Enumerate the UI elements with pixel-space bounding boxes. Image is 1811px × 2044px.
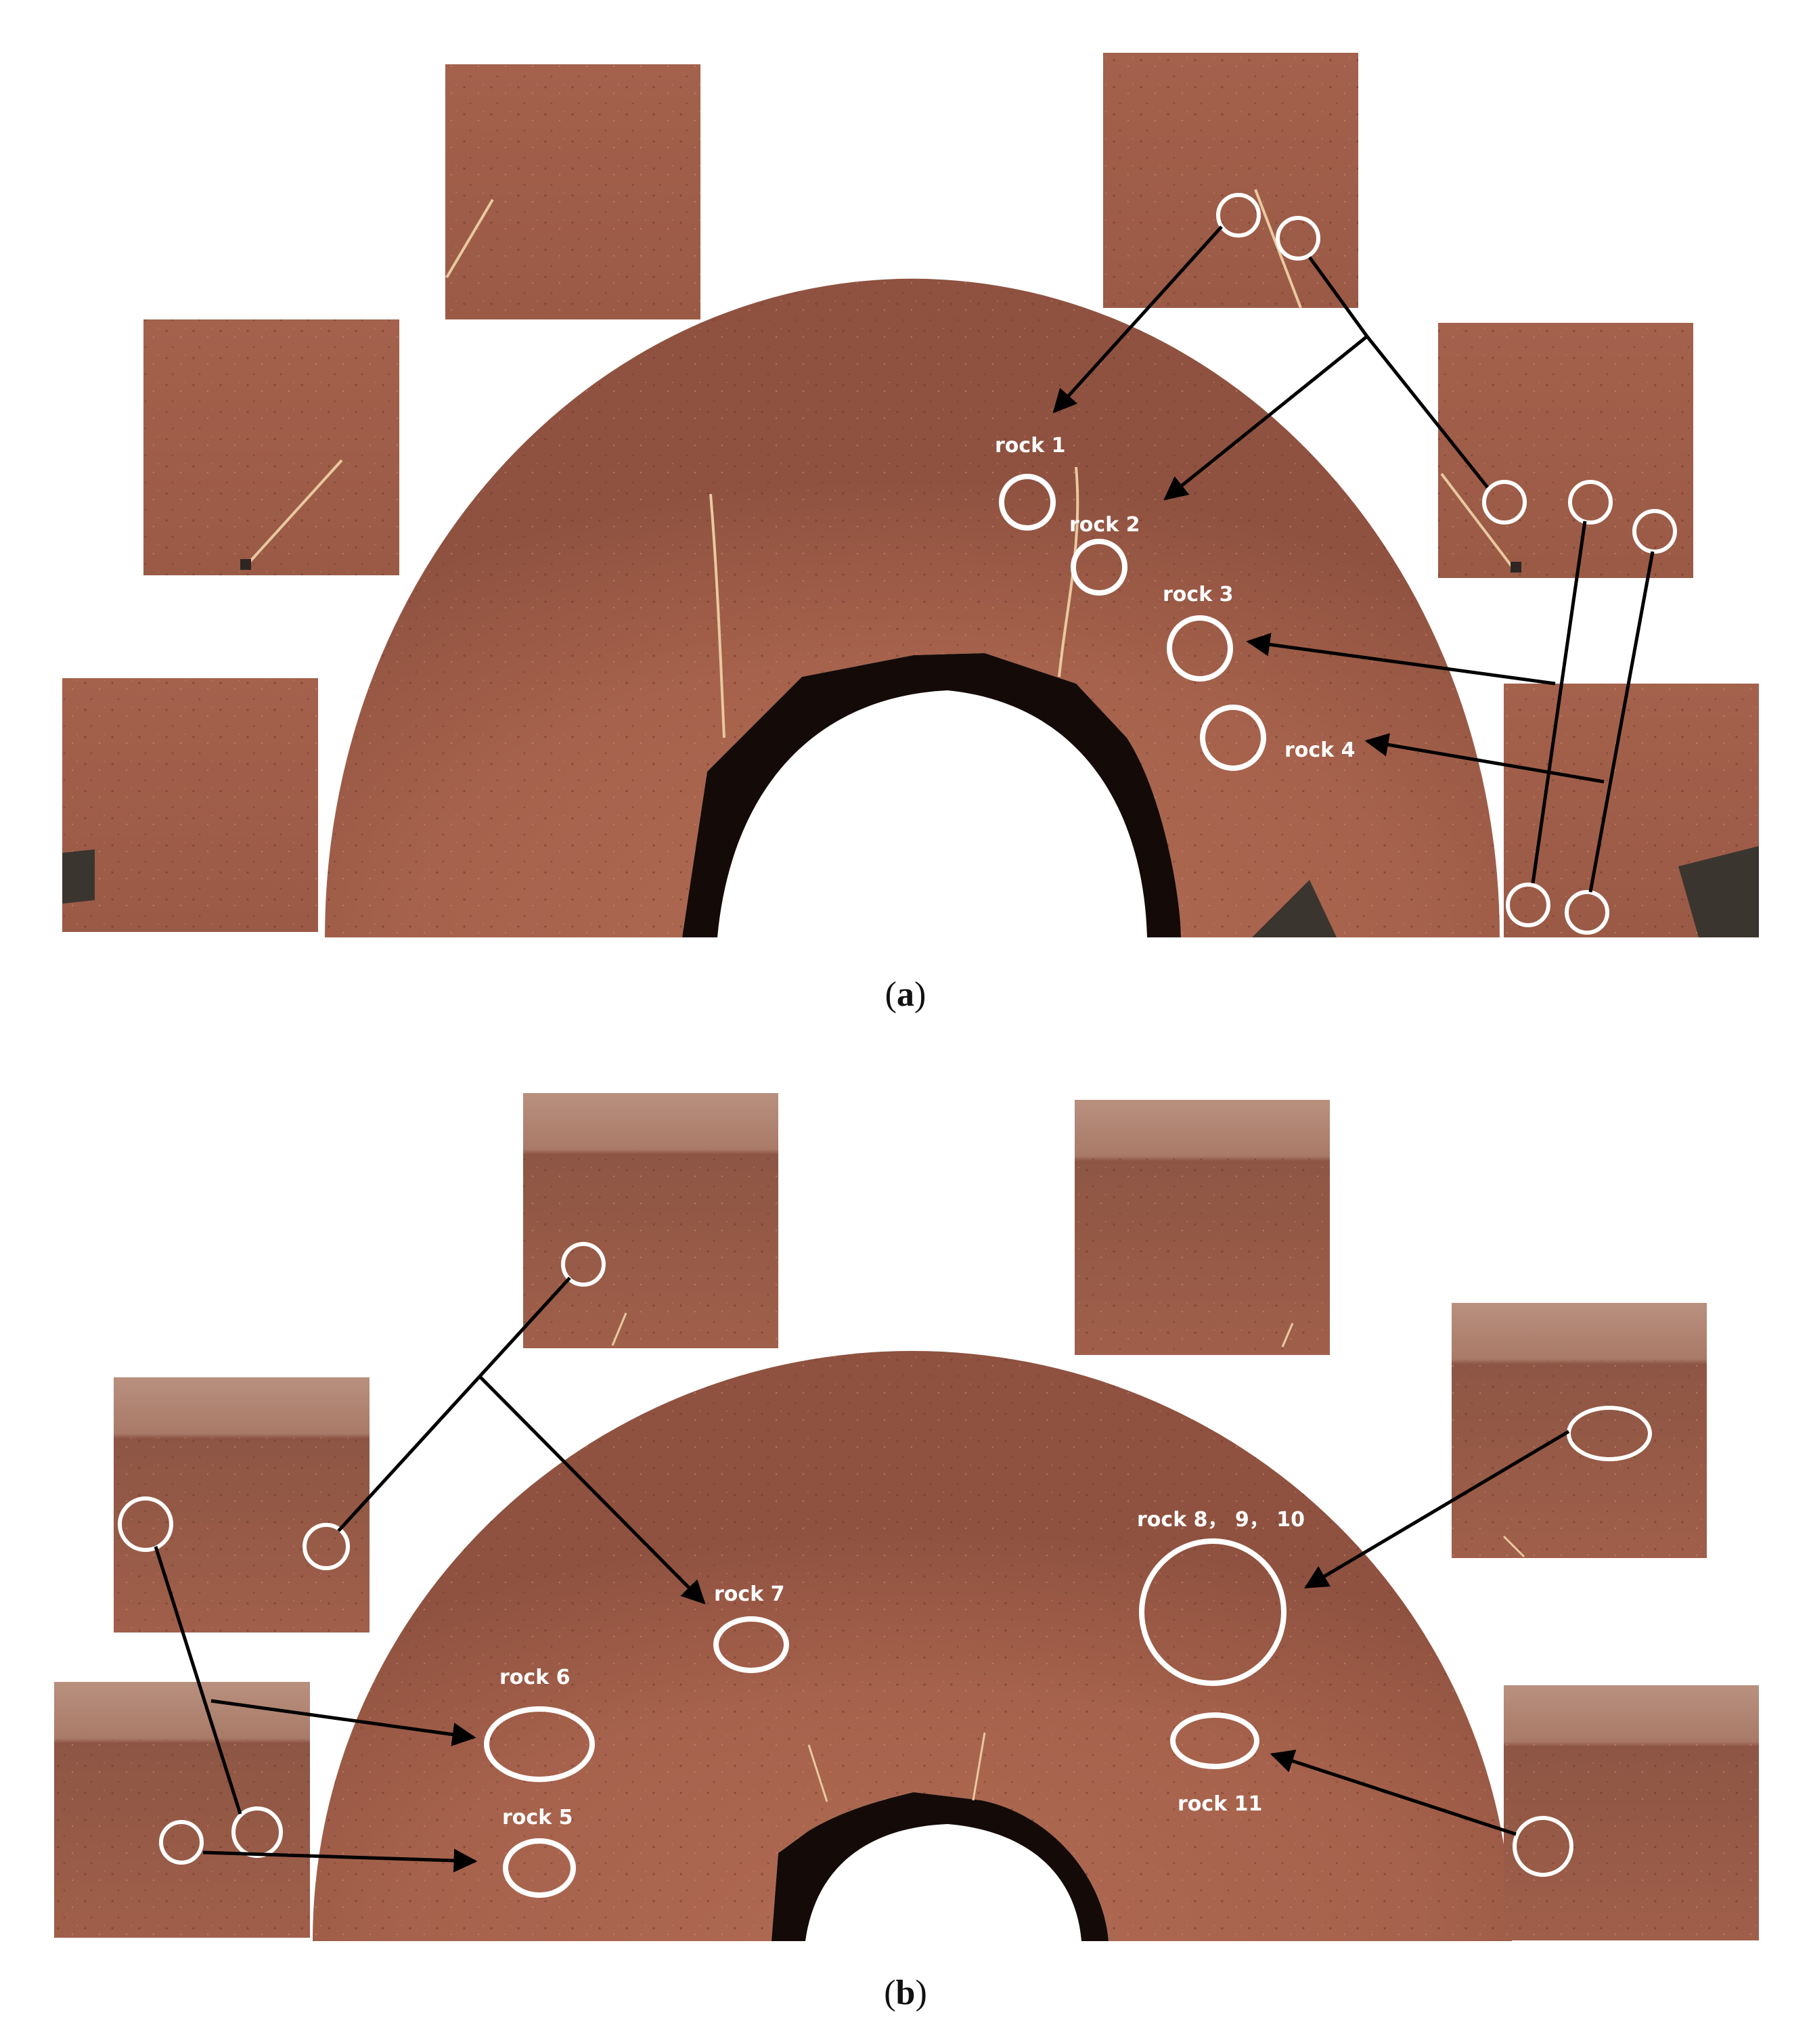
rock-2-label: rock 2 xyxy=(1069,513,1140,537)
tile-a-right-middle xyxy=(1438,323,1693,578)
tile-a-left-middle xyxy=(143,319,399,575)
rock-11-marker xyxy=(1170,1712,1259,1769)
rock-5-label: rock 5 xyxy=(502,1806,573,1829)
rock-8-9-10-marker xyxy=(1139,1538,1287,1686)
caption-b: (b) xyxy=(884,1974,927,2012)
panorama-ring-b xyxy=(313,1351,1512,1941)
rock-6-label: rock 6 xyxy=(499,1666,570,1689)
tile-markers-a xyxy=(1216,193,1677,935)
rock-6-marker xyxy=(484,1706,595,1782)
rock-7-label: rock 7 xyxy=(714,1582,784,1606)
rock-markers-a xyxy=(999,474,1266,771)
panel-b: rock 5 rock 6 rock 7 rock 8， 9， 10 rock … xyxy=(54,1093,1759,1941)
rock-8-9-10-label: rock 8， 9， 10 xyxy=(1137,1508,1305,1532)
tile-b-left-middle xyxy=(114,1377,370,1632)
rock-5-marker xyxy=(503,1838,576,1898)
rock-3-label: rock 3 xyxy=(1163,583,1233,606)
tile-b-right-bottom xyxy=(1504,1685,1759,1940)
panel-a: rock 1 rock 2 rock 3 rock 4 xyxy=(62,53,1759,937)
tile-a-top-left xyxy=(445,64,700,319)
rock-1-marker xyxy=(999,474,1056,531)
rock-2-marker xyxy=(1071,539,1127,596)
rock-1-label: rock 1 xyxy=(995,434,1065,458)
tile-a-left-bottom xyxy=(62,678,318,932)
panorama-ring-a xyxy=(325,278,1500,937)
tile-b-left-bottom xyxy=(54,1682,310,1938)
caption-a: (a) xyxy=(885,975,926,1014)
tile-markers-b xyxy=(118,1242,1652,1877)
rock-markers-b xyxy=(484,1538,1287,1898)
rock-11-label: rock 11 xyxy=(1178,1792,1262,1816)
arrows-b xyxy=(154,1276,1570,1873)
tile-b-right-middle xyxy=(1452,1303,1707,1558)
rock-4-marker xyxy=(1200,705,1266,771)
rock-3-marker xyxy=(1167,615,1233,682)
arrows-a xyxy=(1052,225,1655,893)
tile-b-top-right xyxy=(1075,1100,1330,1355)
tile-b-top-left xyxy=(523,1093,778,1348)
rock-7-marker xyxy=(713,1616,789,1673)
rock-4-label: rock 4 xyxy=(1284,738,1355,762)
